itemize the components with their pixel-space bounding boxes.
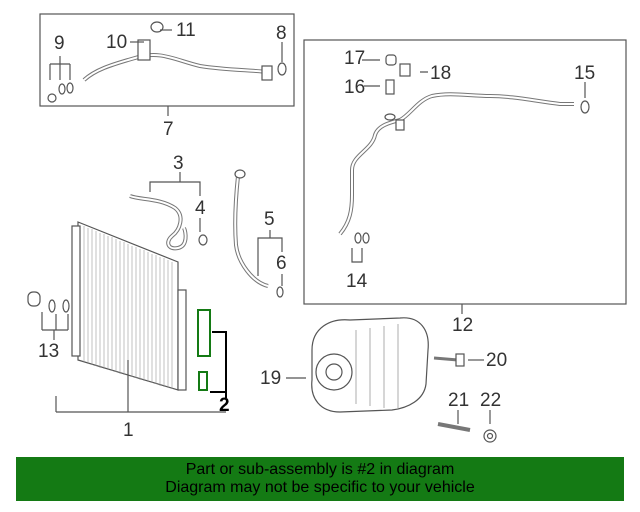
stud-21 xyxy=(437,422,471,432)
callout-2[interactable]: 2 xyxy=(219,395,230,416)
group-box-7 xyxy=(39,13,295,107)
info-banner: Part or sub-assembly is #2 in diagram Di… xyxy=(16,457,624,501)
hose-5 xyxy=(233,175,269,288)
bolt-20 xyxy=(433,356,459,362)
callout-22: 22 xyxy=(480,390,502,411)
parts-diagram xyxy=(27,13,627,443)
banner-line-disclaimer: Diagram may not be specific to your vehi… xyxy=(165,479,475,496)
callout-13: 13 xyxy=(38,341,60,362)
callout-1: 1 xyxy=(123,420,134,441)
callout-11: 11 xyxy=(176,20,196,41)
hose-12 xyxy=(338,92,574,236)
callout-5: 5 xyxy=(264,209,275,230)
callout-17: 17 xyxy=(344,48,366,69)
callout-20: 20 xyxy=(486,350,508,371)
group-box-12 xyxy=(303,39,627,305)
callout-19: 19 xyxy=(260,368,282,389)
callout-4: 4 xyxy=(195,198,206,219)
callout-21: 21 xyxy=(448,390,470,411)
callout-6: 6 xyxy=(276,253,287,274)
callout-9: 9 xyxy=(54,33,65,54)
callout-8: 8 xyxy=(276,23,287,44)
callout-7: 7 xyxy=(163,119,174,140)
callout-10: 10 xyxy=(106,32,128,53)
callout-18: 18 xyxy=(430,63,452,84)
receiver-part-2 xyxy=(197,309,211,357)
callout-12: 12 xyxy=(452,315,474,336)
callout-16: 16 xyxy=(344,77,366,98)
callout-3: 3 xyxy=(173,153,184,174)
banner-line-part: Part or sub-assembly is #2 in diagram xyxy=(185,461,455,478)
hose-3 xyxy=(129,194,188,251)
callout-14: 14 xyxy=(346,271,368,292)
callout-15: 15 xyxy=(574,63,596,84)
